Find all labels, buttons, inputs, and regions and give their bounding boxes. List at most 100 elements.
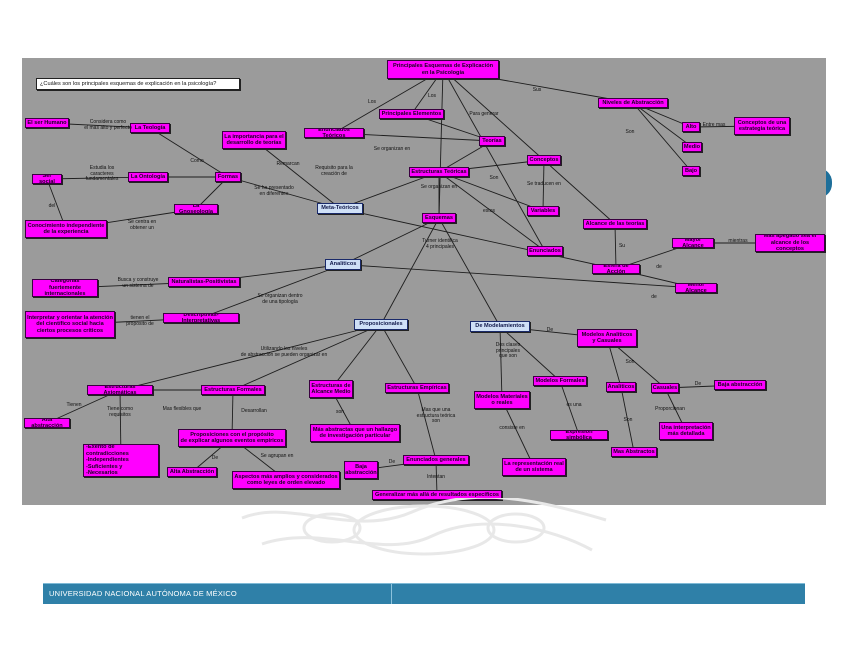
edge-label-tienen-proposito: tienen el propósito de bbox=[126, 315, 154, 327]
connector-analiticos_m-mas_abstractos bbox=[620, 386, 635, 453]
node-mas-abstractos: Mas Abstractos bbox=[611, 447, 657, 457]
node-bajo: Bajo bbox=[682, 166, 700, 176]
connector-root-alcance_teorias bbox=[442, 69, 616, 225]
node-enunciados: Enunciados bbox=[527, 246, 563, 256]
edge-label-de-2: de bbox=[651, 294, 657, 300]
connector-meta_teoricos-esfera_accion bbox=[339, 208, 617, 270]
edge-label-son-estructuras: Son bbox=[489, 175, 499, 181]
connector-proposicionales-estructuras_formales bbox=[232, 324, 382, 391]
node-menor-alcance: Menor Alcance bbox=[675, 283, 717, 293]
node-casuales: Casuales bbox=[651, 383, 679, 393]
university-crest-watermark bbox=[241, 498, 607, 556]
connector-proposicionales-estructuras_empiricas bbox=[380, 324, 418, 389]
connector-formas-la_teologia bbox=[149, 127, 229, 178]
connector-de_modelamientos-modelos_materiales bbox=[499, 326, 503, 401]
concept-map-panel: ¿Cuáles son los principales esquemas de … bbox=[22, 58, 826, 505]
node-modelos-formales: Modelos Formales bbox=[533, 376, 587, 386]
connector-esquemas-analiticos bbox=[342, 217, 440, 265]
connector-analiticos-menor_alcance bbox=[342, 264, 697, 289]
node-modelos-analiticos: Modelos Analíticos y Casuales bbox=[577, 329, 637, 347]
edge-label-proporcionan: Proporcionan bbox=[655, 406, 685, 412]
edge-label-son-mas: Son bbox=[623, 417, 633, 423]
edge-label-de: de bbox=[656, 264, 662, 270]
edge-label-se-traducen: Se traducen en bbox=[527, 181, 561, 187]
edge-label-de-5: De bbox=[388, 459, 396, 465]
node-analiticos: Analíticos bbox=[325, 259, 361, 270]
node-estructuras-formales: Estructuras Formales bbox=[201, 385, 265, 395]
edge-label-tipologia: Se organizan dentro de una tipología bbox=[257, 293, 303, 305]
node-categorias: Categorías fuertemente internacionales bbox=[32, 279, 98, 297]
node-estructuras-axiomaticas: Estructuras Axiomáticas bbox=[87, 385, 153, 395]
node-apegado-alcance: Mas apegado sea el alcance de los concep… bbox=[755, 234, 825, 252]
node-meta-teoricos: Meta-Teóricos bbox=[317, 203, 363, 214]
edge-label-de-baja: De bbox=[694, 381, 702, 387]
edge-label-entre-mas: Entre mas bbox=[702, 122, 726, 128]
connector-esquemas-proposicionales bbox=[380, 217, 440, 325]
footer-bar: UNIVERSIDAD NACIONAL AUTÓNOMA DE MÉXICO bbox=[43, 583, 805, 604]
node-modelos-materiales: Modelos Materiales o reales bbox=[474, 391, 530, 409]
edge-label-de-4: De bbox=[211, 455, 219, 461]
edge-label-mas-flexibles: Mas flexibles que bbox=[162, 406, 202, 412]
connector-enunciados_generales-generalizar bbox=[435, 459, 438, 496]
edge-label-requisito: Requisito para la creación de bbox=[315, 165, 353, 177]
node-expresion-simbolica: Expresión simbólica bbox=[550, 430, 608, 440]
node-proposicionales: Proposicionales bbox=[354, 319, 408, 330]
node-importancia-desarrollo: La importancia para el desarrollo de teo… bbox=[222, 131, 286, 149]
node-alto: Alto bbox=[682, 122, 700, 132]
connector-meta_teoricos-estructuras_teoricas bbox=[339, 171, 440, 209]
edge-label-los-1: Los bbox=[367, 99, 377, 105]
connector-estructuras_teoricas-enunciados bbox=[438, 171, 546, 252]
connector-root-esquemas bbox=[438, 69, 444, 219]
node-interpretacion-detallada: Una interpretación más detallada bbox=[659, 422, 713, 440]
node-exento: -Exento de contradicciones -Independient… bbox=[83, 444, 159, 477]
edge-label-considera: Considera como el más alto y perfecto bbox=[84, 119, 132, 131]
edge-label-utilizando: Utilizando los niveles de abstracción se… bbox=[240, 346, 328, 358]
edge-label-remarcan: Remarcan bbox=[276, 161, 300, 167]
connector-formas-la_gnoseologia bbox=[195, 176, 229, 210]
connector-alcance_teorias-esfera_accion bbox=[614, 223, 617, 270]
node-representacion-real: La representación real de un sistema bbox=[502, 458, 566, 476]
edge-label-es-una: es una bbox=[566, 402, 582, 408]
node-generalizar: Generalizar más allá de resultados espec… bbox=[372, 490, 502, 500]
connector-estructuras_teoricas-variables bbox=[438, 171, 544, 212]
node-enunciados-generales: Enunciados generales bbox=[403, 455, 469, 465]
node-el-ser-humano: El ser Humano bbox=[25, 118, 69, 128]
node-niveles-abstraccion: Niveles de Abstracción bbox=[598, 98, 668, 108]
edge-label-de-3: De bbox=[546, 327, 554, 333]
node-conceptos: Conceptos bbox=[527, 155, 561, 165]
node-enunciados-teoricos: Enunciados Teóricos bbox=[304, 128, 364, 138]
edge-label-son-empiricas: son bbox=[335, 409, 345, 415]
node-esquemas: Esquemas bbox=[422, 213, 456, 223]
node-conocimiento-independiente: Conocimiento independiente de la experie… bbox=[25, 220, 107, 238]
node-teorias: Teorías bbox=[479, 136, 505, 146]
connector-proposicionales-estructuras_alcance_medio bbox=[330, 324, 382, 390]
edge-label-intentan: Intentan bbox=[426, 474, 446, 480]
edge-label-son-niveles: Son bbox=[625, 129, 635, 135]
node-naturalistas: Naturalistas-Positivistas bbox=[168, 277, 240, 287]
connector-teorias-estructuras_teoricas bbox=[438, 140, 493, 173]
edge-label-se-centra: Se centra en obtener un bbox=[127, 219, 157, 231]
question-box: ¿Cuáles son los principales esquemas de … bbox=[36, 78, 240, 90]
node-esfera-accion: Esfera de Acción bbox=[592, 264, 640, 274]
edge-label-como: Como bbox=[190, 158, 204, 164]
connector-meta_teoricos-importancia_desarrollo bbox=[253, 139, 341, 209]
node-alta-abstraccion: Alta abstracción bbox=[24, 418, 70, 428]
edge-label-busca: Busca y construye un sistema de bbox=[117, 277, 159, 289]
connector-proposicionales-estructuras_axiomaticas bbox=[119, 324, 382, 391]
edge-label-dos-clases: Dos clases principales que son bbox=[495, 342, 521, 360]
edge-label-desarrollan: Desarrollan bbox=[241, 408, 267, 414]
node-la-teologia: La Teología bbox=[130, 123, 170, 133]
connector-root-enunciados_teoricos bbox=[333, 69, 444, 134]
edge-label-estudia: Estudia los caracteres fundamentales bbox=[85, 165, 119, 183]
edge-label-tienen: Tienen bbox=[66, 402, 82, 408]
edge-label-tiene-como: Tiene como requisitos bbox=[107, 406, 133, 418]
connector-esquemas-de_modelamientos bbox=[438, 217, 501, 327]
node-la-gnoseologia: La Gnoseología bbox=[174, 204, 218, 214]
node-la-ontologia: La Ontología bbox=[128, 172, 168, 182]
node-analiticos-m: Analíticos bbox=[606, 382, 636, 392]
node-variables: Variables bbox=[527, 206, 559, 216]
edge-label-sus: Sus bbox=[532, 87, 542, 93]
node-conceptos-estrategia: Conceptos de una estrategia teórica bbox=[734, 117, 790, 135]
connector-niveles_abstraccion-bajo bbox=[632, 102, 692, 172]
node-proposiciones-explicar: Proposiciones con el propósito de explic… bbox=[178, 429, 286, 447]
